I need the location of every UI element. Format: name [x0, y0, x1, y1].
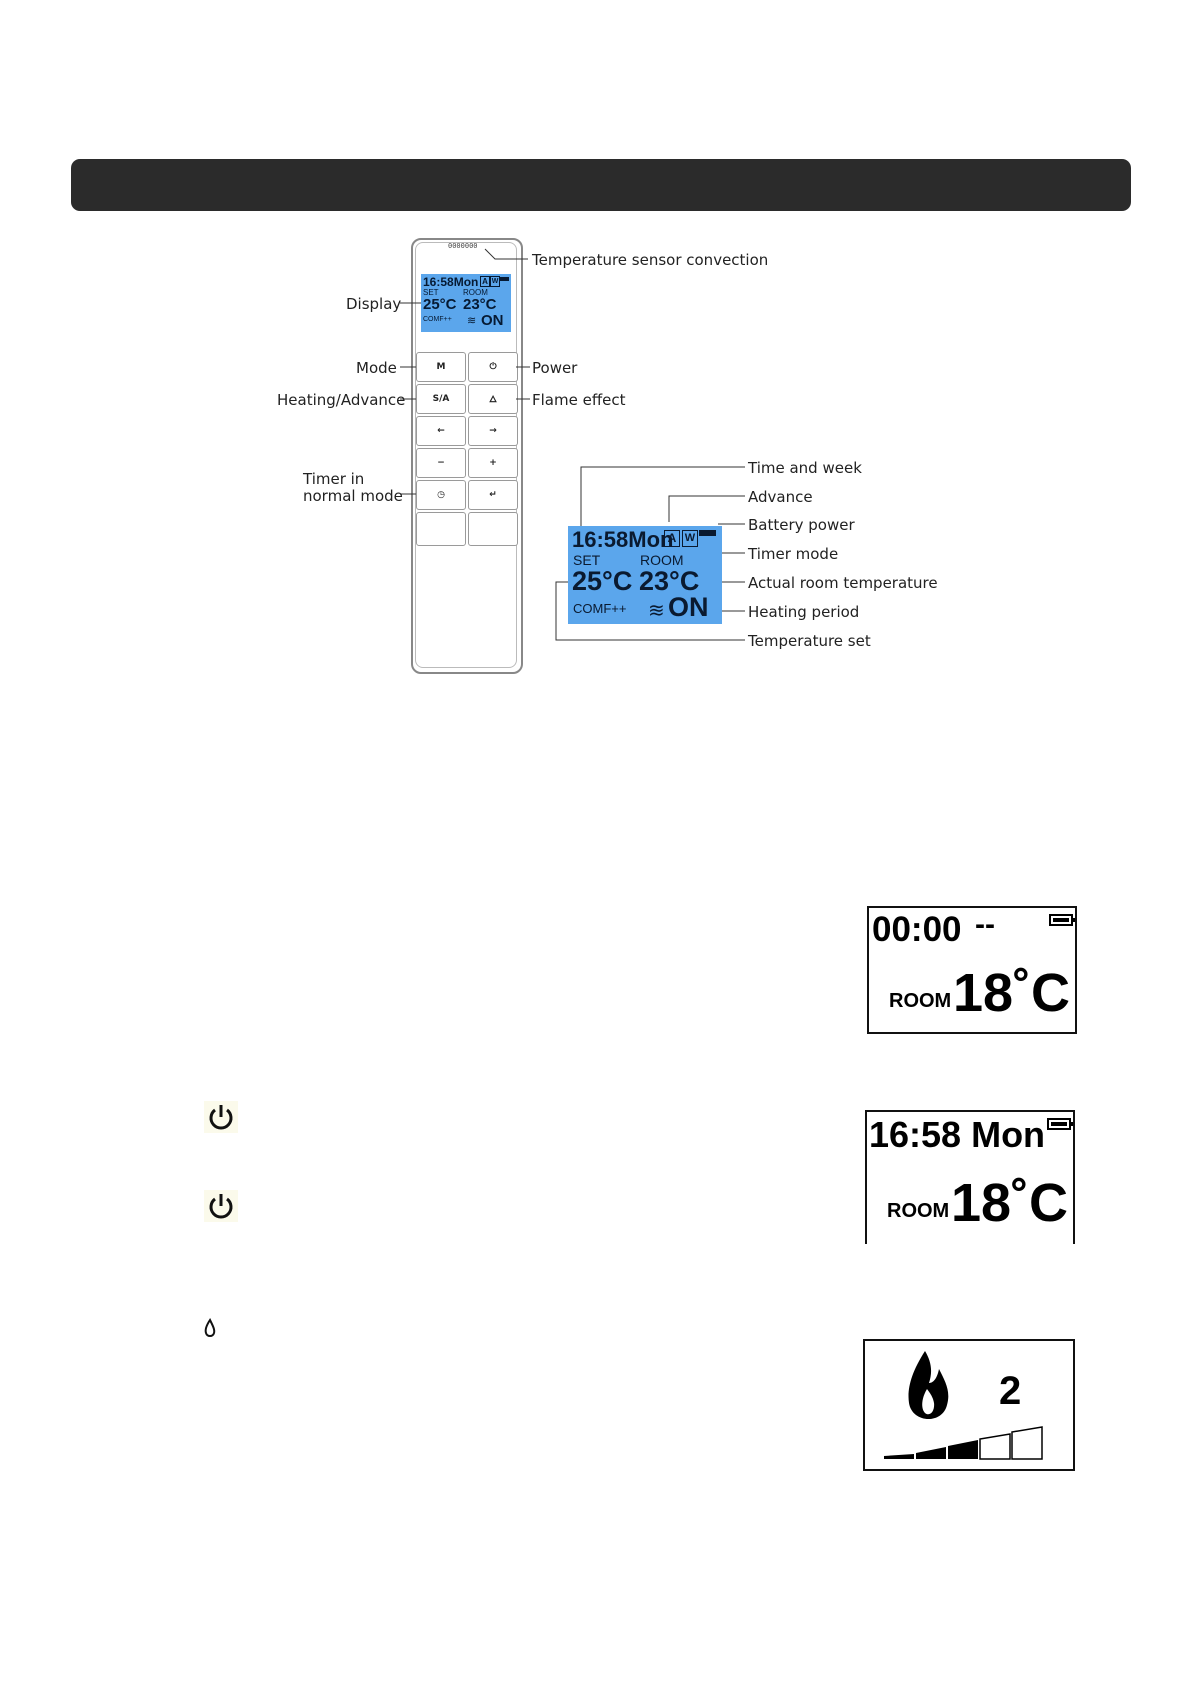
detail-comfort-label: COMF++: [573, 601, 627, 616]
detail-room-temp: 23°C: [639, 566, 700, 596]
label-timer-line2: normal mode: [303, 487, 403, 505]
power-button[interactable]: ⏻: [468, 352, 518, 382]
detail-battery-icon: [699, 530, 716, 536]
label-mode: Mode: [356, 359, 397, 377]
remote-display-time: 16:58Mon: [423, 275, 479, 289]
power-icon: [204, 1190, 238, 1222]
remote-room-temp: 23°C: [463, 296, 497, 313]
label-time-week: Time and week: [748, 459, 862, 477]
right-button[interactable]: →: [468, 416, 518, 446]
remote-comfort-label: COMF++: [423, 316, 452, 323]
enter-button[interactable]: ↵: [468, 480, 518, 510]
remote-timer-icon: W: [490, 276, 500, 287]
timer-button[interactable]: ◷: [416, 480, 466, 510]
label-heating-period: Heating period: [748, 603, 860, 621]
label-heating-advance: Heating/Advance: [277, 391, 406, 409]
blank-button-right[interactable]: [468, 512, 518, 546]
detail-set-label: SET: [573, 552, 601, 568]
section-header-bar: [71, 159, 1131, 211]
label-timer-mode: Timer mode: [748, 545, 839, 563]
screen-initial: 00:00 -- ROOM 18˚C: [867, 906, 1077, 1034]
screen1-time: 00:00: [872, 910, 962, 949]
remote-room-label: ROOM: [463, 288, 488, 297]
remote-heat-waves-icon: ≋: [467, 315, 477, 327]
blank-button-left[interactable]: [416, 512, 466, 546]
detail-room-label: ROOM: [640, 552, 684, 568]
leader-lines: [400, 248, 745, 641]
label-flame-effect: Flame effect: [532, 391, 626, 409]
temperature-sensor-grille: 0000000: [448, 242, 478, 250]
screen2-temp: 18˚C: [951, 1173, 1069, 1233]
label-timer-line1: Timer in: [303, 470, 365, 488]
remote-advance-icon: A: [480, 276, 490, 287]
screen1-room-label: ROOM: [889, 990, 952, 1012]
screen2-room-label: ROOM: [887, 1200, 950, 1222]
screen1-temp: 18˚C: [953, 963, 1071, 1023]
screen2-battery-icon: [1047, 1118, 1073, 1130]
label-actual-room-temp: Actual room temperature: [748, 574, 938, 592]
remote-display: 16:58Mon A W SET ROOM 25°C 23°C COMF++ ≋…: [421, 274, 511, 332]
label-temperature-set: Temperature set: [748, 632, 871, 650]
power-icon: [204, 1101, 238, 1133]
screen1-day: --: [975, 908, 995, 941]
left-button[interactable]: ←: [416, 416, 466, 446]
remote-set-temp: 25°C: [423, 296, 457, 313]
display-detail: 16:58Mon A W SET ROOM 25°C 23°C COMF++ ≋…: [568, 526, 722, 624]
detail-advance-icon: A: [664, 530, 680, 547]
label-advance: Advance: [748, 488, 813, 506]
detail-timer-icon: W: [682, 530, 698, 547]
label-battery: Battery power: [748, 516, 855, 534]
screen-flame-level: 2: [863, 1339, 1075, 1471]
screen1-battery-icon: [1049, 914, 1075, 926]
screen3-flame-icon: [908, 1351, 949, 1420]
screen2-time: 16:58 Mon: [869, 1114, 1046, 1155]
plus-button[interactable]: +: [468, 448, 518, 478]
label-power: Power: [532, 359, 578, 377]
detail-heat-waves-icon: ≋: [648, 600, 665, 622]
screen3-level-bar: [884, 1426, 1043, 1460]
label-display: Display: [346, 295, 402, 313]
heating-advance-button[interactable]: S/A: [416, 384, 466, 414]
mode-button[interactable]: M: [416, 352, 466, 382]
screen3-level: 2: [999, 1369, 1022, 1413]
detail-heat-state: ON: [668, 592, 709, 622]
minus-button[interactable]: −: [416, 448, 466, 478]
detail-set-temp: 25°C: [572, 566, 633, 596]
detail-time: 16:58Mon: [572, 527, 674, 552]
flame-icon: [203, 1318, 217, 1340]
remote-battery-icon: [500, 277, 509, 281]
label-temp-sensor: Temperature sensor convection: [532, 251, 769, 269]
remote-heat-state: ON: [481, 312, 504, 329]
screen-power-on: 16:58 Mon ROOM 18˚C: [865, 1110, 1075, 1244]
remote-set-label: SET: [423, 288, 439, 297]
